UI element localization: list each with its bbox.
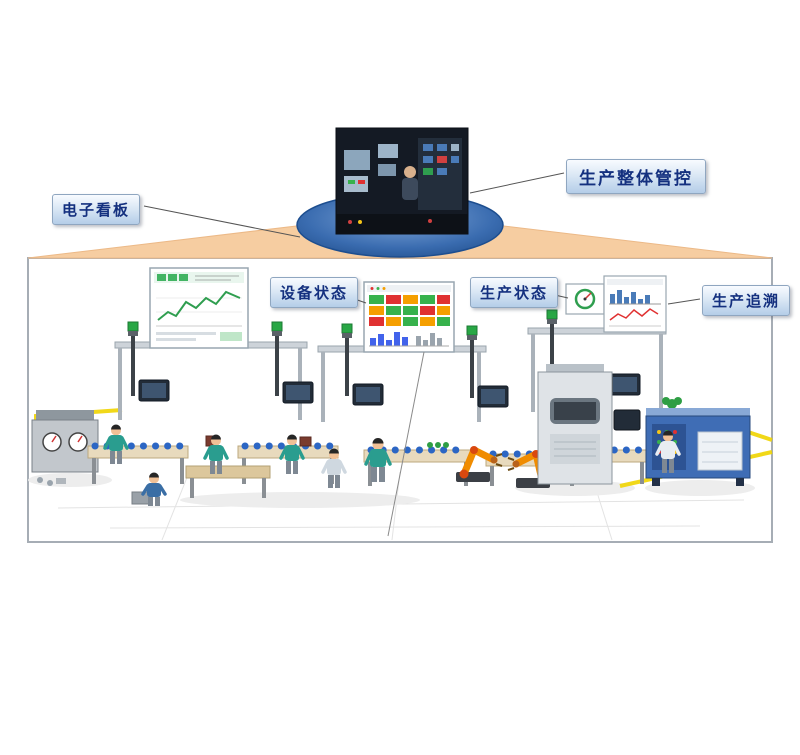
workbench bbox=[185, 465, 271, 498]
callout-electronic-kanban: 电子看板 bbox=[52, 194, 141, 225]
callout-production-status: 生产状态 bbox=[470, 277, 559, 308]
status-grid bbox=[369, 295, 450, 326]
andon-pole bbox=[546, 309, 558, 388]
andon-pole bbox=[271, 321, 283, 396]
center-machine bbox=[537, 364, 641, 485]
kanban-screen bbox=[149, 267, 249, 349]
blue-machine bbox=[645, 397, 751, 486]
leader-line-trace bbox=[667, 298, 701, 305]
floor-pointer-line bbox=[387, 351, 425, 537]
pole-monitor bbox=[352, 383, 384, 406]
callout-overall-control: 生产整体管控 bbox=[566, 159, 706, 194]
andon-pole bbox=[466, 325, 478, 398]
worker bbox=[321, 448, 347, 488]
andon-pole bbox=[127, 321, 139, 396]
pole-monitor bbox=[282, 381, 314, 404]
leader-line-kanban bbox=[143, 205, 301, 238]
status-board-screen bbox=[363, 281, 455, 353]
kanban-trend-line bbox=[157, 290, 241, 321]
robot-arm bbox=[456, 446, 503, 482]
trace-panel bbox=[603, 275, 667, 333]
pole-monitor bbox=[477, 385, 509, 408]
worker bbox=[103, 424, 129, 464]
leader-line-overall bbox=[469, 172, 565, 194]
machine-monitor bbox=[613, 409, 641, 431]
worker bbox=[141, 472, 167, 506]
worker bbox=[655, 430, 681, 473]
worker bbox=[364, 438, 392, 482]
control-monitor bbox=[344, 150, 370, 170]
control-room-photo bbox=[335, 127, 469, 235]
pole-monitor bbox=[609, 373, 641, 396]
control-monitor bbox=[378, 144, 398, 158]
gauge-panel bbox=[565, 283, 605, 315]
control-monitor bbox=[378, 164, 396, 176]
andon-pole bbox=[341, 323, 353, 396]
pole-monitor bbox=[138, 379, 170, 402]
callout-equipment-status: 设备状态 bbox=[270, 277, 359, 308]
left-machine bbox=[31, 410, 99, 486]
machine-door bbox=[697, 431, 743, 471]
callout-production-trace: 生产追溯 bbox=[702, 285, 791, 316]
worker bbox=[279, 434, 305, 474]
worker bbox=[203, 434, 229, 474]
operator-figure bbox=[404, 166, 416, 178]
